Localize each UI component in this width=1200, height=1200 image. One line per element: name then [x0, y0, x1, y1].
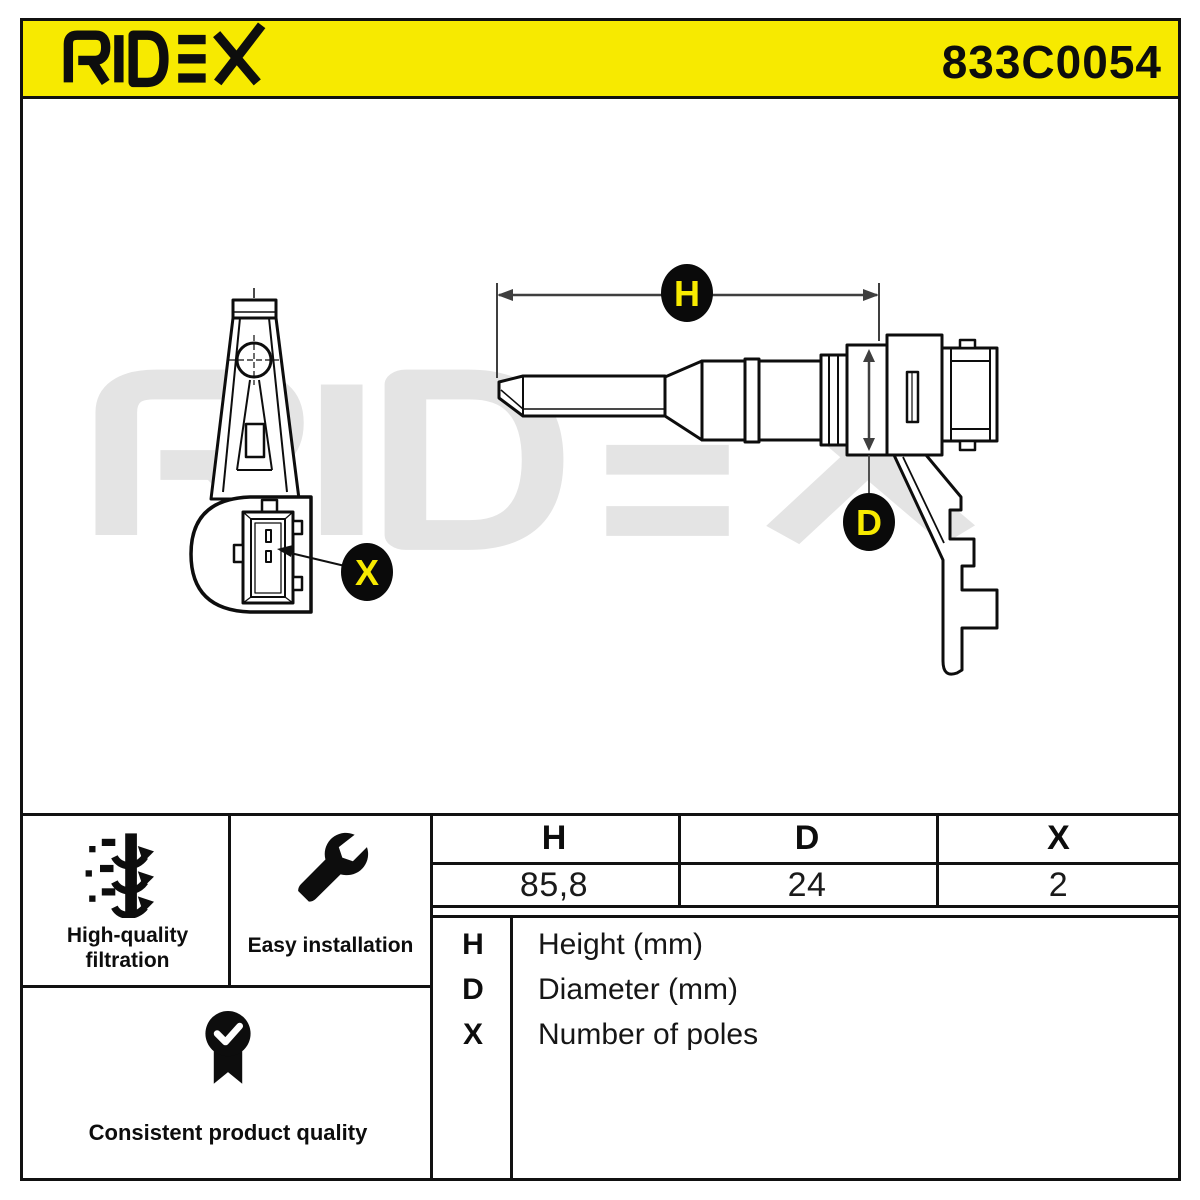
spec-col-divider-2 — [936, 813, 939, 908]
diameter-label: D — [856, 502, 882, 543]
feature-cell-divider — [228, 813, 231, 985]
spec-row-divider — [430, 862, 1181, 865]
poles-label: X — [355, 552, 379, 593]
feature-label-quality: Consistent product quality — [88, 1120, 368, 1145]
feature-label-filtration: High-quality filtration — [66, 924, 189, 972]
spec-table-bottom-border — [430, 905, 1181, 908]
header-bar — [20, 18, 1181, 99]
feature-table-divider — [430, 813, 433, 1181]
filter-arrows-icon — [85, 833, 154, 918]
sensor-side-view — [497, 333, 999, 676]
spec-value-d: 24 — [787, 866, 827, 904]
spec-value-x: 2 — [1048, 866, 1069, 904]
pointer-poles — [277, 545, 346, 567]
height-label-bubble: H — [661, 264, 713, 322]
legend-desc-h: Height (mm) — [538, 928, 704, 961]
spec-header-x: X — [1047, 819, 1070, 857]
medal-check-icon — [205, 1011, 251, 1084]
legend-key-h: H — [462, 928, 484, 961]
sensor-front-view — [189, 288, 313, 614]
spec-value-h: 85,8 — [519, 866, 589, 904]
spec-header-d: D — [794, 819, 820, 857]
poles-label-bubble: X — [341, 543, 393, 601]
spec-col-divider-1 — [678, 813, 681, 908]
legend-key-d: D — [462, 973, 484, 1006]
feature-row-divider — [20, 985, 433, 988]
part-number: 833C0054 — [941, 36, 1162, 88]
legend-desc-x: Number of poles — [538, 1018, 759, 1051]
legend-top-border — [430, 915, 1181, 918]
wrench-icon — [298, 832, 369, 902]
legend-divider — [510, 915, 513, 1181]
legend-key-x: X — [462, 1018, 483, 1051]
dimension-diameter — [863, 349, 875, 494]
diameter-label-bubble: D — [843, 493, 895, 551]
height-label: H — [674, 273, 700, 314]
feature-label-installation: Easy installation — [247, 934, 414, 957]
ridex-logo — [63, 22, 266, 88]
legend-desc-d: Diameter (mm) — [538, 973, 738, 1006]
spec-header-h: H — [541, 819, 567, 857]
bottom-section-top-border — [20, 813, 1181, 816]
